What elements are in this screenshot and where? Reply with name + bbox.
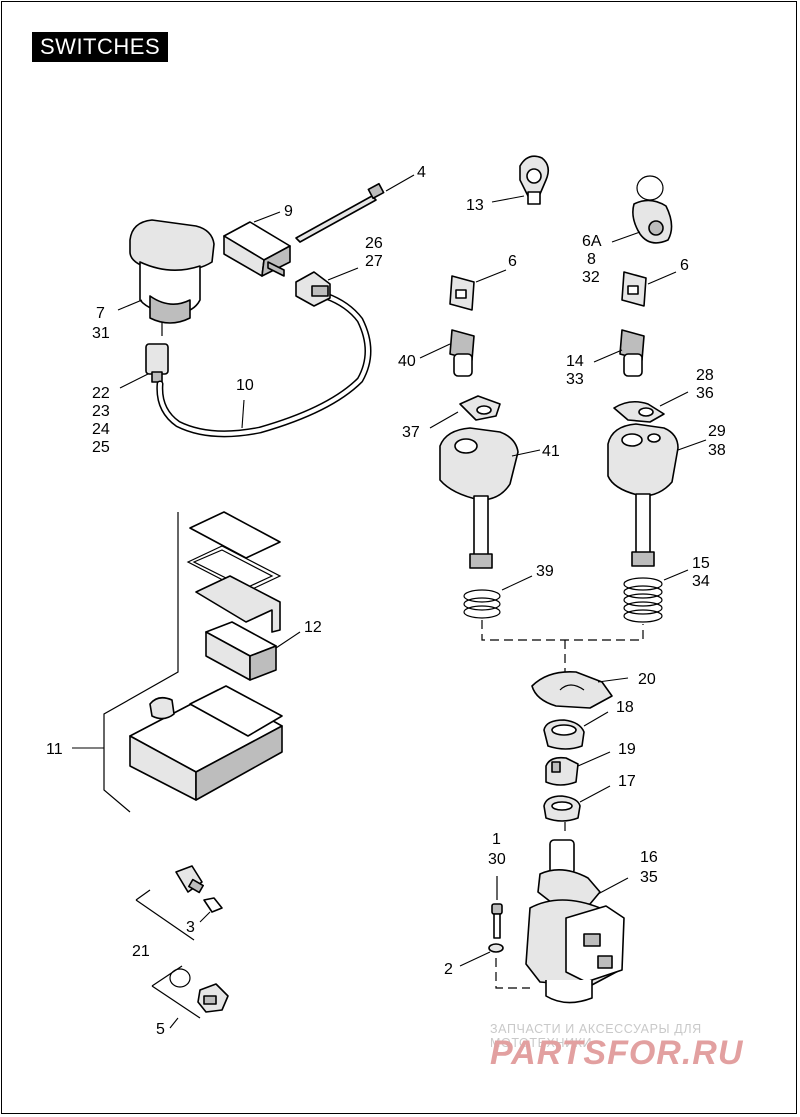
callout-labels: 4 9 26 27 13 6A 8 32 6 6 7 31 40 14 33 1… — [46, 164, 726, 1038]
part-40-key[interactable] — [449, 329, 475, 377]
watermark-tagline: ЗАПЧАСТИ И АКСЕССУАРЫ ДЛЯ МОТОТЕХНИКИ — [490, 1022, 702, 1050]
part-14-key[interactable] — [619, 329, 645, 377]
label-31: 31 — [92, 325, 110, 342]
label-18: 18 — [616, 699, 634, 716]
part-37-plate[interactable] — [459, 395, 501, 421]
watermark-logo: PARTSFOR.RU — [490, 1034, 744, 1072]
part-7-switch[interactable] — [129, 219, 215, 336]
label-24: 24 — [92, 421, 110, 438]
label-35: 35 — [640, 869, 658, 886]
label-22: 22 — [92, 385, 110, 402]
label-32: 32 — [582, 269, 600, 286]
page-title: SWITCHES — [32, 32, 169, 62]
label-27: 27 — [365, 253, 383, 270]
label-23: 23 — [92, 403, 110, 420]
part-16-ignition-switch[interactable] — [525, 839, 625, 1004]
part-39-spring[interactable] — [463, 589, 501, 619]
label-26: 26 — [365, 235, 383, 252]
part-13-cap[interactable] — [519, 155, 550, 205]
part-26-connector[interactable] — [295, 271, 331, 307]
part-2-washer[interactable] — [488, 943, 504, 953]
part-22-connector[interactable] — [145, 343, 169, 383]
label-3: 3 — [186, 919, 195, 936]
part-6-key-left[interactable] — [449, 275, 475, 311]
label-13: 13 — [466, 197, 484, 214]
label-38: 38 — [708, 442, 726, 459]
label-34: 34 — [692, 573, 710, 590]
label-17: 17 — [618, 773, 636, 790]
part-17-nut[interactable] — [543, 795, 581, 822]
label-25: 25 — [92, 439, 110, 456]
label-8: 8 — [587, 251, 596, 268]
label-2: 2 — [444, 961, 453, 978]
label-20: 20 — [638, 671, 656, 688]
label-37: 37 — [402, 424, 420, 441]
label-6-right: 6 — [680, 257, 689, 274]
part-10-wire-harness[interactable] — [156, 292, 372, 438]
part-6A-key-fob[interactable] — [632, 175, 673, 244]
label-40: 40 — [398, 353, 416, 370]
label-7: 7 — [96, 305, 105, 322]
part-11-gasket-set[interactable] — [186, 511, 282, 633]
label-39: 39 — [536, 563, 554, 580]
part-29-cover[interactable] — [607, 423, 679, 567]
label-5: 5 — [156, 1021, 165, 1038]
label-11: 11 — [46, 741, 63, 758]
label-4: 4 — [417, 164, 426, 181]
part-15-spring[interactable] — [623, 577, 663, 623]
label-12: 12 — [304, 619, 322, 636]
part-20-plate[interactable] — [531, 670, 613, 709]
label-30: 30 — [488, 851, 506, 868]
label-6A: 6A — [582, 233, 602, 250]
label-28: 28 — [696, 367, 714, 384]
part-3-switch-terminal[interactable] — [175, 865, 223, 913]
part-5-sensor[interactable] — [169, 968, 229, 1013]
part-18-nut[interactable] — [543, 719, 585, 750]
label-21: 21 — [132, 943, 150, 960]
label-14: 14 — [566, 353, 584, 370]
part-4-cable-strap[interactable] — [295, 182, 385, 243]
label-36: 36 — [696, 385, 714, 402]
label-19: 19 — [618, 741, 636, 758]
part-9-module[interactable] — [223, 221, 291, 277]
label-33: 33 — [566, 371, 584, 388]
label-6-left: 6 — [508, 253, 517, 270]
part-11-enclosure[interactable] — [103, 512, 283, 813]
label-9: 9 — [284, 203, 293, 220]
part-1-screw[interactable] — [491, 903, 503, 939]
part-28-plate[interactable] — [613, 400, 665, 423]
label-16: 16 — [640, 849, 658, 866]
label-29: 29 — [708, 423, 726, 440]
label-41: 41 — [542, 443, 560, 460]
label-15: 15 — [692, 555, 710, 572]
label-10: 10 — [236, 377, 254, 394]
part-19-collar[interactable] — [545, 756, 579, 786]
part-6-key-right[interactable] — [621, 271, 647, 307]
part-41-cover[interactable] — [439, 427, 519, 569]
label-1: 1 — [492, 831, 501, 848]
part-12-module[interactable] — [205, 621, 277, 681]
